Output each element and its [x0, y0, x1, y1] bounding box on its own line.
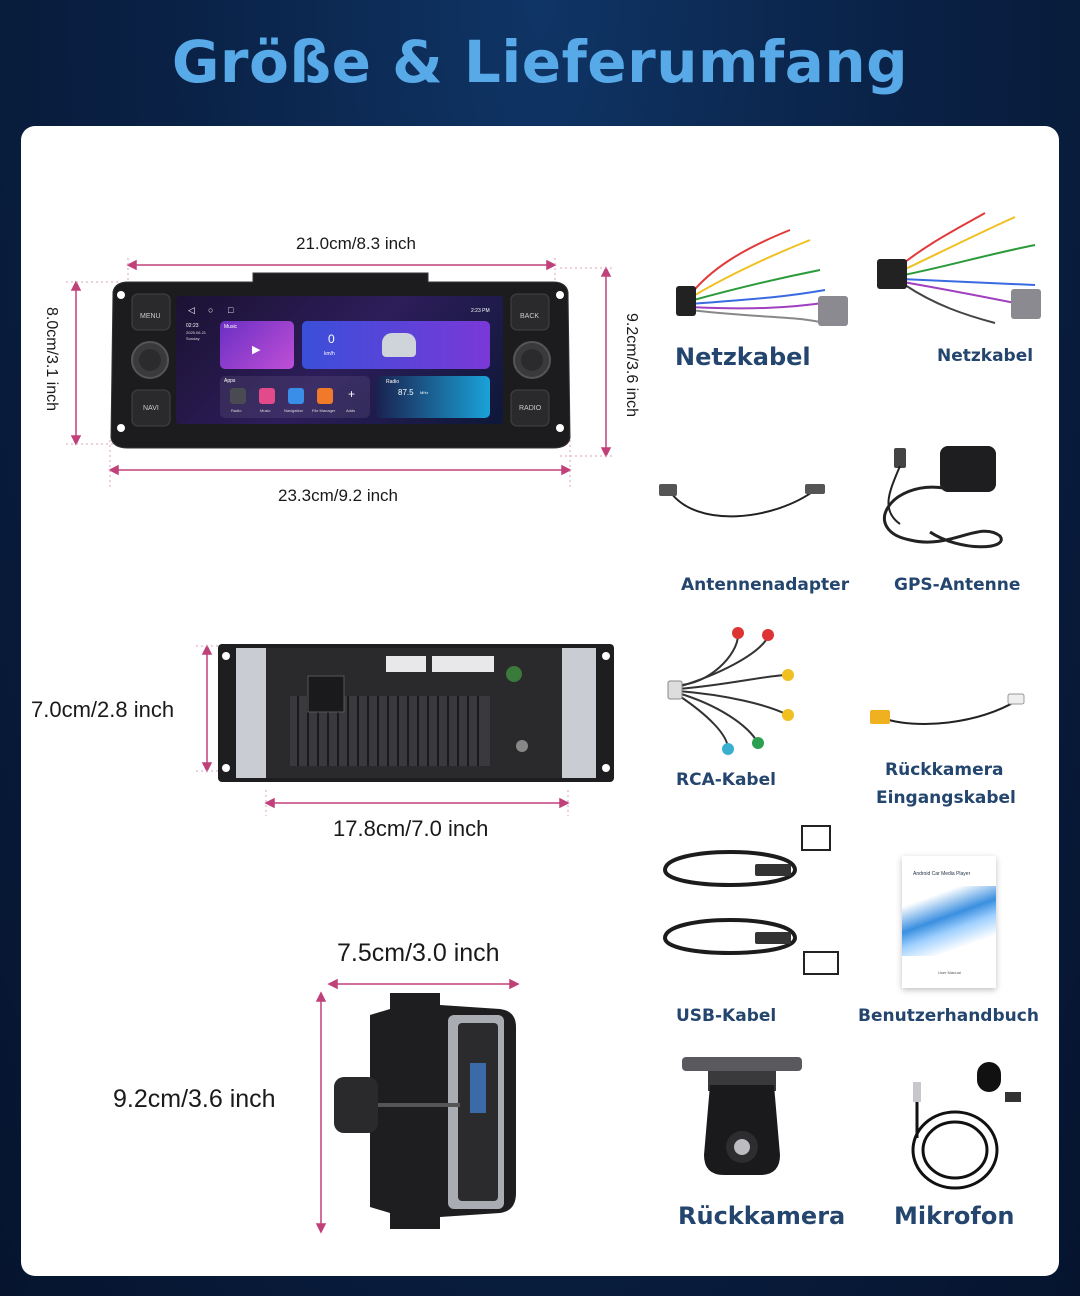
- rca-cable-image: [667, 627, 794, 755]
- power-cable-2-label: Netzkabel: [937, 346, 1034, 366]
- reverse-camera-image: [682, 1057, 802, 1175]
- navi-button[interactable]: NAVI: [143, 405, 159, 412]
- radio-screen: 2:23 PM ◁ ○ □ 02:23 2025.06.21 Sunday Mu…: [176, 296, 503, 424]
- antenna-adapter-label: Antennenadapter: [681, 575, 850, 595]
- music-app-icon[interactable]: [259, 388, 275, 404]
- radio-frequency: 87.5: [398, 388, 414, 397]
- back-height-label: 7.0cm/2.8 inch: [31, 697, 175, 722]
- file-manager-app-icon[interactable]: [317, 388, 333, 404]
- power-cable-1-image: [676, 229, 848, 326]
- gps-antenna-label: GPS-Antenne: [894, 575, 1021, 595]
- reverse-camera-input-cable-image: [870, 693, 1025, 725]
- manual-cover-subtitle: User Manual: [938, 970, 961, 975]
- power-cable-1-label: Netzkabel: [675, 343, 811, 371]
- reverse-camera-label: Rückkamera: [678, 1202, 846, 1230]
- radio-app-icon[interactable]: [230, 388, 246, 404]
- radio-widget[interactable]: Radio 87.5 MHz: [376, 376, 490, 418]
- music-widget-label: Music: [224, 324, 238, 330]
- microphone-label: Mikrofon: [894, 1202, 1015, 1230]
- nav-back-icon[interactable]: ◁: [188, 305, 195, 315]
- play-icon[interactable]: ▶: [252, 344, 261, 356]
- side-height-label: 9.2cm/3.6 inch: [113, 1085, 276, 1113]
- antenna-adapter-image: [659, 484, 825, 518]
- rca-cable-label: RCA-Kabel: [676, 770, 776, 790]
- screen-clock: 02:23: [186, 323, 199, 329]
- side-depth-label: 7.5cm/3.0 inch: [337, 939, 500, 967]
- speed-value: 0: [328, 332, 335, 346]
- front-height-label: 8.0cm/3.1 inch: [43, 306, 60, 412]
- apps-widget: Apps + Radio Music Navigation File Manag…: [220, 376, 370, 418]
- screen-day: Sunday: [186, 336, 200, 341]
- manual-cover-title: Android Car Media Player: [913, 871, 971, 877]
- car-icon: [382, 333, 416, 357]
- app-name-file-manager: File Manager: [312, 408, 336, 413]
- radio-button[interactable]: RADIO: [519, 405, 542, 412]
- app-name-music: Music: [260, 408, 271, 413]
- usb-cable-image: [662, 825, 839, 975]
- back-width-label: 17.8cm/7.0 inch: [333, 816, 489, 841]
- add-app-icon[interactable]: +: [348, 387, 356, 401]
- reverse-camera-cable-label-line1: Rückkamera: [885, 760, 1004, 780]
- radio-frequency-unit: MHz: [420, 390, 429, 395]
- radio-back-housing: [218, 644, 614, 782]
- reverse-camera-cable-label-line2: Eingangskabel: [876, 788, 1016, 808]
- radio-side-housing: [334, 993, 516, 1229]
- front-width-label: 21.0cm/8.3 inch: [296, 234, 417, 253]
- apps-label: Apps: [224, 378, 236, 384]
- radio-widget-label: Radio: [386, 379, 400, 385]
- gps-antenna-image: [883, 446, 1003, 549]
- screen-date: 2025.06.21: [186, 330, 207, 335]
- manual-cover-graphic: [902, 886, 996, 956]
- speed-widget: 0 km/h: [302, 321, 490, 369]
- navigation-app-icon[interactable]: [288, 388, 304, 404]
- user-manual-label: Benutzerhandbuch: [858, 1006, 1039, 1026]
- front-total-height-label: 9.2cm/3.6 inch: [623, 312, 640, 418]
- status-time: 2:23 PM: [471, 308, 490, 314]
- page-title: Größe & Lieferumfang: [171, 28, 909, 96]
- usb-cable-label: USB-Kabel: [676, 1006, 777, 1026]
- power-cable-2-image: [877, 212, 1041, 324]
- front-total-width-label: 23.3cm/9.2 inch: [278, 486, 399, 505]
- menu-button[interactable]: MENU: [140, 313, 161, 320]
- back-button[interactable]: BACK: [520, 313, 540, 320]
- speed-unit: km/h: [324, 351, 335, 357]
- nav-home-icon[interactable]: ○: [208, 305, 214, 315]
- app-name-navigation: Navigation: [284, 408, 303, 413]
- microphone-image: [911, 1062, 1021, 1190]
- user-manual-image: Android Car Media Player User Manual: [902, 856, 996, 988]
- app-name-radio: Radio: [231, 408, 242, 413]
- music-widget[interactable]: Music ▶: [220, 321, 294, 369]
- app-name-adds: Adds: [346, 408, 356, 413]
- nav-recents-icon[interactable]: □: [228, 305, 234, 315]
